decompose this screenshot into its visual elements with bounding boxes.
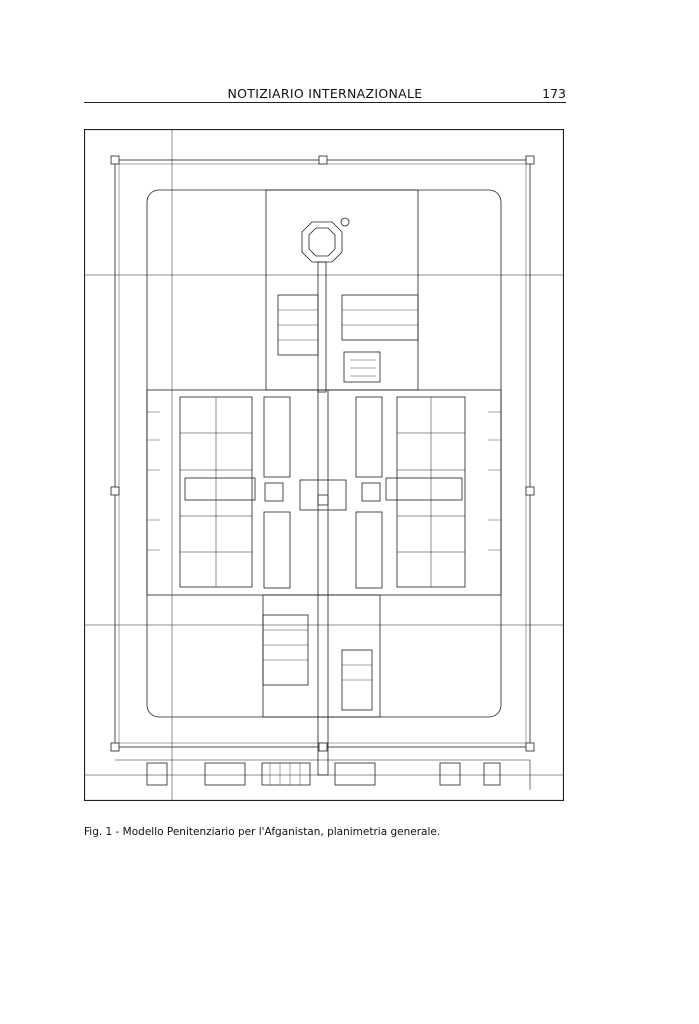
site-plan-figure	[84, 129, 564, 801]
figure-caption: Fig. 1 - Modello Penitenziario per l'Afg…	[84, 826, 441, 838]
running-header: NOTIZIARIO INTERNAZIONALE 173	[84, 86, 566, 102]
perimeter-fence	[114, 159, 531, 748]
octagon-tower	[301, 221, 343, 263]
page-number: 173	[542, 86, 566, 101]
bottom-block	[262, 594, 381, 718]
watchtowers	[110, 155, 535, 752]
header-title: NOTIZIARIO INTERNAZIONALE	[227, 86, 423, 101]
central-block	[146, 389, 502, 596]
inner-compound	[146, 189, 502, 718]
header-rule	[84, 102, 566, 103]
